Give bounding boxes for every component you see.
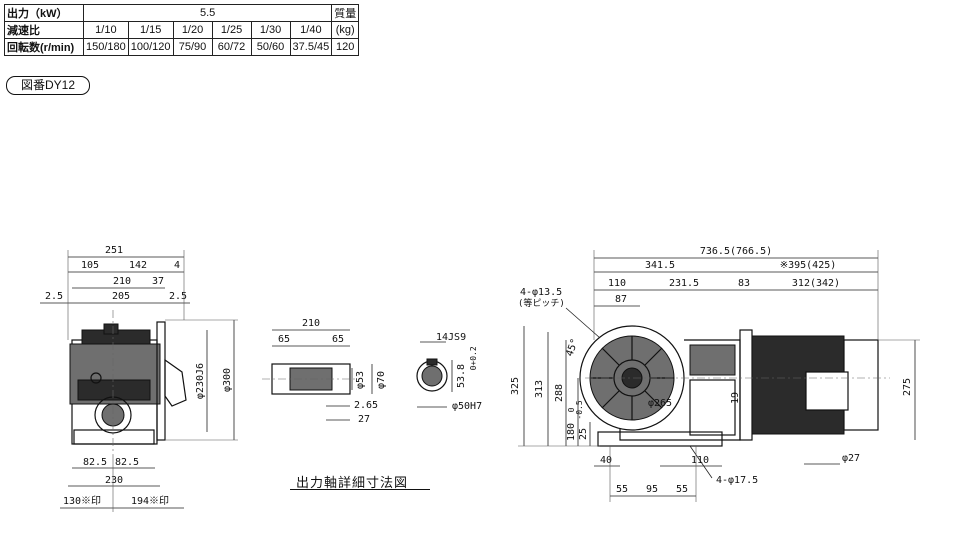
- speed-label: 回転数(r/min): [4, 38, 84, 56]
- dim-37: 37: [152, 276, 164, 287]
- dim-82-5-b: 82.5: [115, 457, 139, 468]
- shaft-dim-65-a: 65: [278, 334, 290, 345]
- dim-142: 142: [129, 260, 147, 271]
- dim-230: 230: [105, 475, 123, 486]
- shaft-detail-caption: 出力軸詳細寸法図: [296, 475, 409, 490]
- table-row: 回転数(r/min) 150/180 100/120 75/90 60/72 5…: [4, 38, 360, 56]
- dim-55-a: 55: [616, 484, 628, 495]
- speed-cell: 60/72: [211, 38, 252, 56]
- hole-pitch-label: (等ピッチ): [518, 297, 565, 309]
- angle-label: 45°: [564, 337, 581, 358]
- dim-82-5-a: 82.5: [83, 457, 107, 468]
- dim-275: 275: [902, 378, 913, 396]
- ratio-cell: 1/40: [289, 21, 333, 39]
- dim-105: 105: [81, 260, 99, 271]
- dim-205: 205: [112, 291, 130, 302]
- speed-cell: 75/90: [172, 38, 213, 56]
- motor-flange: [739, 329, 753, 441]
- motor-fan-cover: [843, 339, 879, 431]
- shaft-dim-65-b: 65: [332, 334, 344, 345]
- dim-40: 40: [600, 455, 612, 466]
- dim-2-5-left: 2.5: [45, 291, 63, 302]
- dim-230j6: φ230J6: [195, 363, 206, 399]
- dim-180-tol-lower: -0.5: [575, 400, 584, 419]
- terminal-box: [805, 371, 849, 411]
- speed-cell: 150/180: [83, 38, 129, 56]
- front-view: 251 105 142 4 210 37 2.5 205 2.5 φ230J6 …: [40, 245, 238, 512]
- mass-value: 120: [331, 38, 360, 56]
- shaft-end-inner: [421, 365, 443, 387]
- dim-194: 194※印: [131, 495, 169, 507]
- dim-4: 4: [174, 260, 180, 271]
- dim-130: 130※印: [63, 495, 101, 507]
- dim-87: 87: [615, 294, 627, 305]
- keyway: [426, 358, 438, 366]
- shaft-tol-upper: +0.2: [469, 346, 478, 365]
- dim-341: 341.5: [645, 260, 675, 271]
- dim-180: 180: [566, 423, 577, 441]
- shaft-dim-50h7: φ50H7: [452, 401, 482, 412]
- dim-300: φ300: [222, 368, 233, 392]
- dim-231: 231.5: [669, 278, 699, 289]
- side-view: 736.5(766.5) 341.5 ※395(425) 110 231.5 8…: [510, 246, 920, 502]
- dim-736: 736.5(766.5): [700, 246, 772, 257]
- gear-housing-top: [689, 344, 736, 376]
- dim-180-tol-upper: 0: [567, 407, 576, 412]
- gear-housing-lower: [689, 379, 736, 436]
- dim-25: 25: [578, 428, 589, 440]
- caption-underline: [290, 489, 430, 490]
- speed-cell: 50/60: [250, 38, 291, 56]
- table-row: 減速比 1/10 1/15 1/20 1/25 1/30 1/40 (kg): [4, 21, 360, 39]
- hole-bottom-label: 4-φ17.5: [716, 475, 758, 486]
- shaft-tol-lower: 0: [469, 365, 478, 370]
- shaft-dim-14js9: 14JS9: [436, 332, 466, 343]
- leader-line: [689, 445, 713, 479]
- shaft-dim-2-65: 2.65: [354, 400, 378, 411]
- dim-288: 288: [554, 384, 565, 402]
- side-foot: [597, 431, 723, 447]
- shaft-dim-53: φ53: [355, 371, 366, 389]
- dim-312: 312(342): [792, 278, 840, 289]
- dim-265: φ265: [648, 398, 672, 409]
- dim-95: 95: [646, 484, 658, 495]
- shaft-dim-27: 27: [358, 414, 370, 425]
- ratio-cell: 1/10: [83, 21, 129, 39]
- spec-table: 出力（kW） 5.5 質量 減速比 1/10 1/15 1/20 1/25 1/…: [4, 4, 360, 56]
- ratio-cell: 1/30: [250, 21, 291, 39]
- shaft-dim-210: 210: [302, 318, 320, 329]
- shaft-dim-53-8: 53.8: [456, 364, 467, 388]
- plug-icon: [90, 372, 102, 384]
- eye-bolt: [103, 323, 119, 335]
- dim-325: 325: [510, 377, 521, 395]
- gear-band: [77, 379, 151, 401]
- shaft-detail: 210 65 65 φ53 φ70 2.65 27 14JS9 53.8 +0.…: [262, 318, 482, 425]
- dim-251: 251: [105, 245, 123, 256]
- dim-2-5-right: 2.5: [169, 291, 187, 302]
- flange-bracket: [164, 358, 187, 407]
- dim-395: ※395(425): [780, 260, 837, 271]
- leader-line: [565, 307, 601, 339]
- dim-19: 19: [730, 392, 741, 404]
- figure-number-badge: 図番DY12: [6, 76, 90, 95]
- dim-83: 83: [738, 278, 750, 289]
- speed-cell: 37.5/45: [289, 38, 333, 56]
- shaft-dim-70: φ70: [376, 371, 387, 389]
- dim-55-b: 55: [676, 484, 688, 495]
- gearbox-foot: [73, 429, 155, 445]
- hole-top-label: 4-φ13.5: [520, 287, 562, 298]
- dim-210: 210: [113, 276, 131, 287]
- dim-313: 313: [534, 380, 545, 398]
- dim-110-top: 110: [608, 278, 626, 289]
- dim-27: φ27: [842, 453, 860, 464]
